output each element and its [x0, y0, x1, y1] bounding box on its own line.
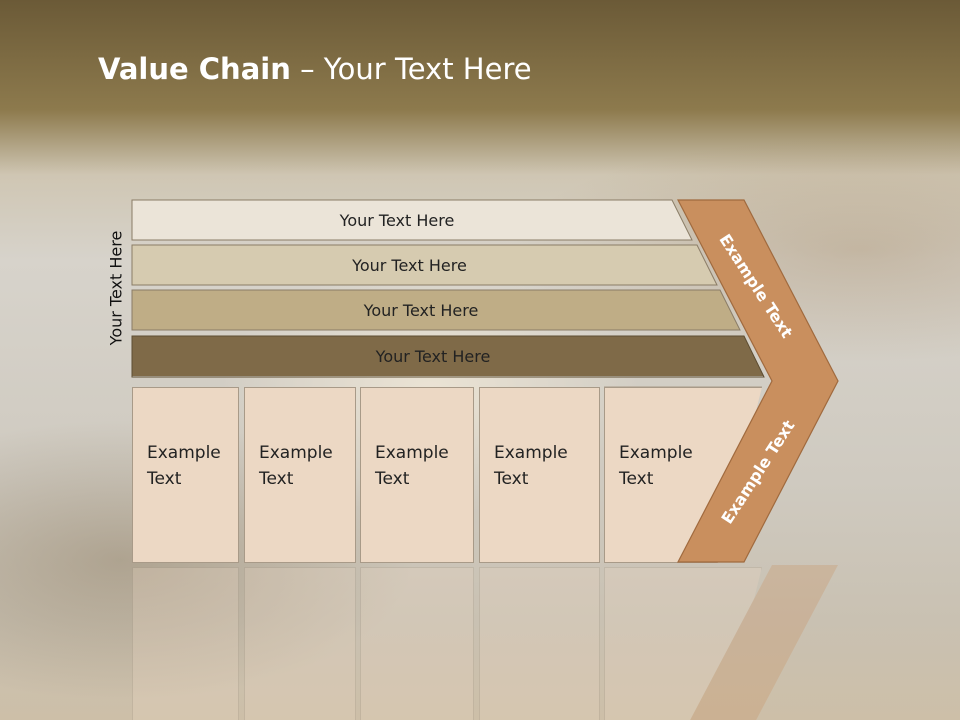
- activity-box-2: Example Text: [244, 387, 356, 563]
- box-1-line1: Example: [147, 443, 221, 463]
- box-5-line2: Text: [619, 469, 654, 489]
- slide-title: Value Chain – Your Text Here: [98, 52, 532, 86]
- activity-box-3: Example Text: [360, 387, 474, 563]
- activity-box-4: Example Text: [479, 387, 600, 563]
- title-rest: – Your Text Here: [290, 52, 532, 86]
- activity-box-1: Example Text: [132, 387, 239, 563]
- box-4-line1: Example: [494, 443, 568, 463]
- box-4-line2: Text: [494, 469, 529, 489]
- box-3-line2: Text: [375, 469, 410, 489]
- box-2-line2: Text: [259, 469, 294, 489]
- box-5-line1: Example: [619, 443, 693, 463]
- box-2-line1: Example: [259, 443, 333, 463]
- box-1-line2: Text: [147, 469, 182, 489]
- box-3-line1: Example: [375, 443, 449, 463]
- title-bold: Value Chain: [98, 52, 291, 86]
